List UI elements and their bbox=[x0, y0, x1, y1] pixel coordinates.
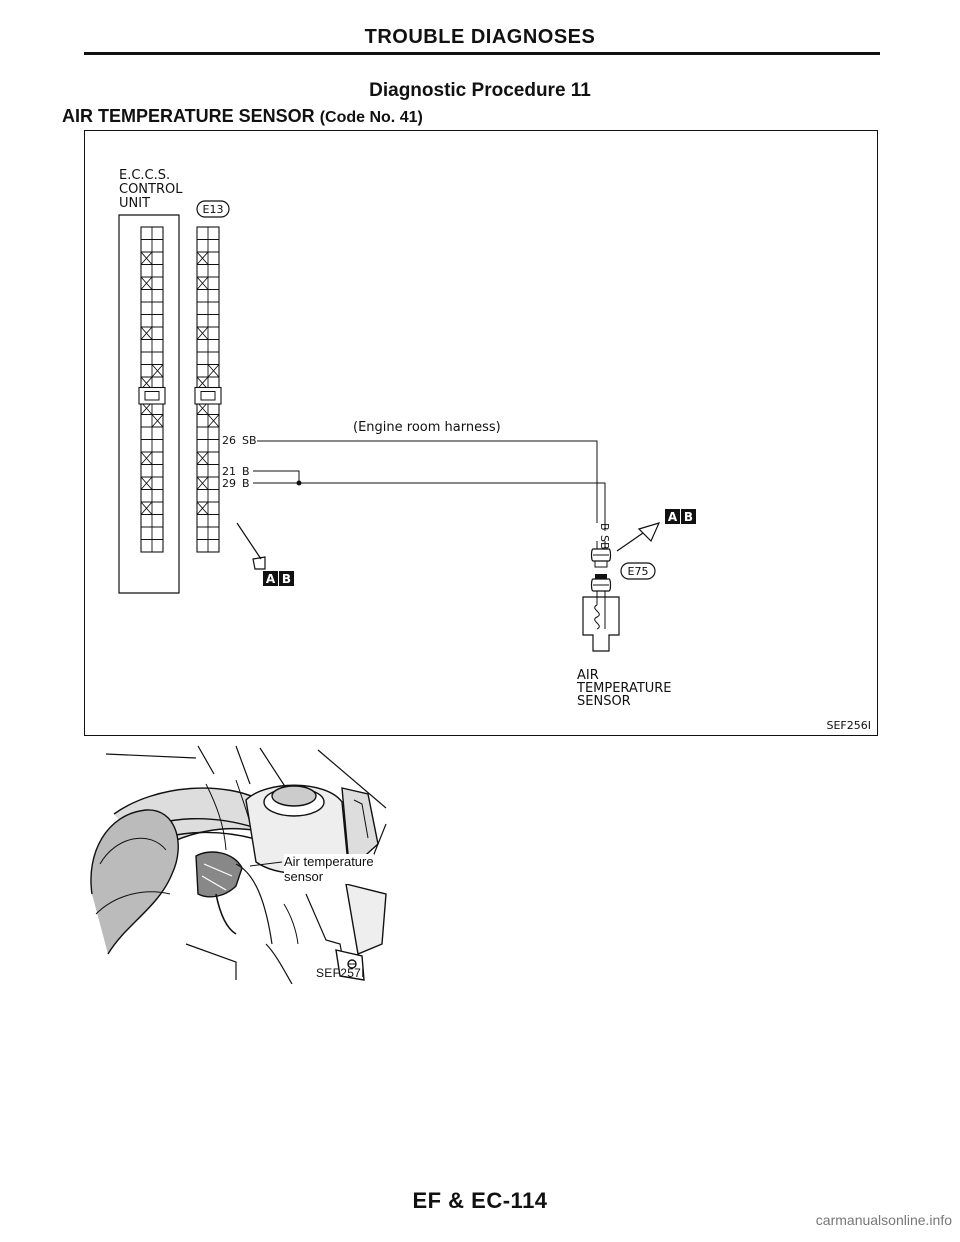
svg-text:A: A bbox=[668, 510, 678, 524]
sensor-connector-tag bbox=[620, 562, 656, 580]
view-arrow-ecu bbox=[236, 522, 266, 570]
ecu-label-line2: CONTROL bbox=[119, 182, 183, 197]
procedure-title: Diagnostic Procedure 11 bbox=[369, 80, 591, 101]
wiring-diagram-svg: E.C.C.S. CONTROL UNIT E13 26 SB 21 B 29 … bbox=[118, 168, 872, 732]
wire-26-sb bbox=[257, 440, 598, 523]
ecu-connector-left bbox=[138, 226, 166, 553]
pin-label-26: 26 bbox=[222, 434, 236, 447]
photo-callout-line2: sensor bbox=[284, 869, 324, 884]
view-marker-sensor: A B bbox=[665, 509, 696, 524]
section-title-main: AIR TEMPERATURE SENSOR bbox=[62, 106, 315, 126]
svg-text:B: B bbox=[282, 572, 291, 586]
section-title-code: (Code No. 41) bbox=[319, 109, 423, 126]
callout-pointer bbox=[249, 861, 283, 867]
watermark: carmanualsonline.info bbox=[815, 1212, 952, 1228]
wire-color-29: B bbox=[242, 477, 250, 490]
view-arrow-sensor bbox=[616, 522, 661, 552]
ecu-label-line3: UNIT bbox=[119, 196, 150, 211]
wiring-diagram: E.C.C.S. CONTROL UNIT E13 26 SB 21 B 29 … bbox=[84, 130, 878, 736]
header-rule bbox=[84, 52, 880, 55]
wire-29-b bbox=[253, 482, 606, 531]
sensor-wire-b: B bbox=[598, 523, 611, 531]
wire-color-26: SB bbox=[242, 434, 257, 447]
sensor-label-line3: SENSOR bbox=[577, 694, 631, 709]
photo-callout-line1: Air temperature bbox=[284, 854, 374, 869]
ecu-connector-right bbox=[194, 226, 222, 553]
ecu-label-line1: E.C.C.S. bbox=[119, 168, 170, 183]
view-marker-ecu: A B bbox=[263, 571, 294, 586]
section-title: AIR TEMPERATURE SENSOR (Code No. 41) bbox=[62, 106, 423, 127]
diagram-figure-ref: SEF256I bbox=[827, 719, 872, 732]
wire-21-b bbox=[253, 470, 300, 482]
page-number: EF & EC-114 bbox=[412, 1188, 548, 1213]
svg-text:B: B bbox=[684, 510, 693, 524]
photo-callout: Air temperature sensor bbox=[284, 854, 374, 884]
sensor-connector-code: E75 bbox=[628, 565, 649, 578]
pin-label-29: 29 bbox=[222, 477, 236, 490]
ecu-connector-code: E13 bbox=[203, 203, 224, 216]
sensor-label-line2: TEMPERATURE bbox=[576, 681, 672, 696]
svg-text:A: A bbox=[266, 572, 276, 586]
wire-junction bbox=[296, 480, 302, 486]
air-temperature-sensor-symbol bbox=[582, 596, 620, 652]
wire-color-21: B bbox=[242, 465, 250, 478]
sensor-harness-connector bbox=[590, 548, 612, 562]
sensor-body-connector bbox=[590, 578, 612, 592]
engine-bay-illustration bbox=[90, 745, 387, 984]
header-title: TROUBLE DIAGNOSES bbox=[364, 26, 596, 48]
harness-label: (Engine room harness) bbox=[353, 420, 501, 435]
photo-figure-ref: SEF257I bbox=[316, 966, 365, 980]
sensor-label-line1: AIR bbox=[577, 668, 599, 683]
ecu-connector-tag bbox=[196, 200, 230, 218]
pin-label-21: 21 bbox=[222, 465, 236, 478]
ecu-housing bbox=[118, 214, 180, 594]
